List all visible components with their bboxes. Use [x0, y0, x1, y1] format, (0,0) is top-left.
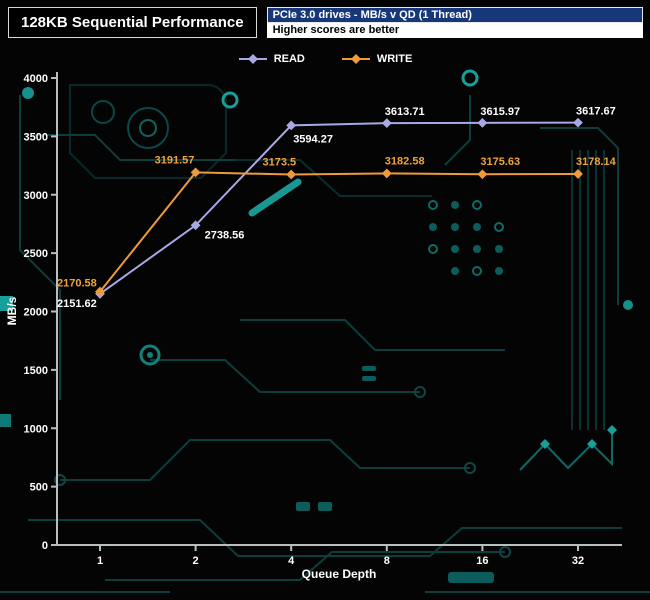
chart-title: 128KB Sequential Performance — [8, 7, 257, 38]
legend-label-read: READ — [273, 53, 305, 65]
data-label: 3178.14 — [576, 156, 617, 168]
data-label: 2170.58 — [57, 278, 97, 290]
data-label: 3175.63 — [480, 156, 520, 168]
legend-label-write: WRITE — [376, 53, 413, 65]
svg-text:3000: 3000 — [24, 190, 48, 202]
chart-note: Higher scores are better — [266, 23, 643, 38]
data-label: 3182.58 — [385, 155, 425, 167]
legend-item-read: READ — [238, 53, 305, 65]
data-label: 3191.57 — [155, 154, 195, 166]
write-series-marker-icon — [341, 54, 370, 64]
data-label: 3594.27 — [293, 133, 333, 145]
svg-text:500: 500 — [30, 482, 48, 494]
series-write: 2170.58 3191.57 3173.5 3182.58 3175.63 3178.1… — [57, 154, 617, 297]
header: 128KB Sequential Performance PCIe 3.0 dr… — [8, 7, 643, 38]
series-read: 2151.62 2738.56 3594.27 3613.71 3615.97 3617.… — [57, 106, 616, 310]
svg-text:16: 16 — [476, 555, 488, 567]
read-series-marker-icon — [238, 54, 267, 64]
svg-text:3500: 3500 — [24, 131, 48, 143]
svg-text:0: 0 — [42, 540, 48, 552]
y-axis-title: MB/s — [5, 296, 19, 325]
data-label: 3173.5 — [263, 156, 297, 168]
x-axis-title: Queue Depth — [302, 567, 377, 581]
svg-text:4: 4 — [288, 555, 295, 567]
svg-text:8: 8 — [384, 555, 390, 567]
svg-text:32: 32 — [572, 555, 584, 567]
chart-legend: READ WRITE — [0, 53, 650, 65]
svg-text:1000: 1000 — [24, 423, 48, 435]
header-subtitles: PCIe 3.0 drives - MB/s v QD (1 Thread) H… — [266, 7, 643, 38]
svg-text:1: 1 — [97, 555, 103, 567]
data-label: 2738.56 — [205, 229, 245, 241]
svg-text:2: 2 — [193, 555, 199, 567]
axes — [56, 72, 622, 546]
data-label: 2151.62 — [57, 298, 97, 310]
chart-subtitle: PCIe 3.0 drives - MB/s v QD (1 Thread) — [266, 7, 643, 23]
data-label: 3617.67 — [576, 106, 616, 118]
svg-text:1500: 1500 — [24, 365, 48, 377]
data-label: 3613.71 — [385, 106, 425, 118]
svg-text:4000: 4000 — [24, 73, 48, 85]
legend-item-write: WRITE — [341, 53, 412, 65]
svg-text:2000: 2000 — [24, 307, 48, 319]
data-label: 3615.97 — [480, 106, 520, 118]
svg-text:2500: 2500 — [24, 248, 48, 260]
